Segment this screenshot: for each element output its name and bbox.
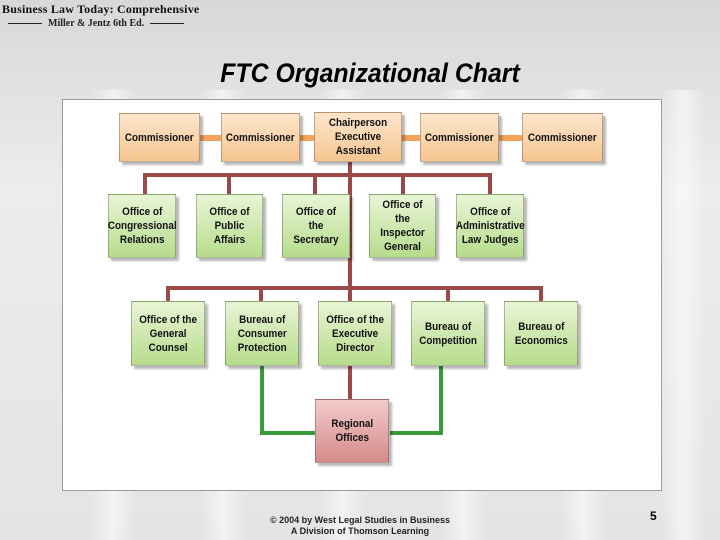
commissioner-box: Commissioner: [522, 113, 603, 162]
regional-connector: [260, 366, 316, 435]
book-title: Business Law Today: Comprehensive: [2, 2, 200, 16]
commissioner-box: Commissioner: [221, 113, 300, 162]
header: Business Law Today: Comprehensive Miller…: [2, 2, 199, 29]
copyright-line: © 2004 by West Legal Studies in Business: [269, 515, 451, 525]
footer: © 2004 by West Legal Studies in Business…: [230, 515, 490, 537]
page-title: FTC Organizational Chart: [220, 58, 520, 88]
rule-right: [150, 23, 185, 24]
authors: Miller & Jentz 6th Ed.: [48, 18, 145, 29]
page-number: 5: [650, 509, 657, 523]
publisher-line: A Division of Thomson Learning: [290, 526, 430, 536]
authors-line: Miller & Jentz 6th Ed.: [2, 18, 199, 29]
commissioner-box: Commissioner: [119, 113, 200, 162]
regional-connector: [390, 366, 443, 435]
commissioner-box: Commissioner: [420, 113, 499, 162]
background-column: [660, 90, 706, 540]
rule-left: [8, 23, 42, 24]
